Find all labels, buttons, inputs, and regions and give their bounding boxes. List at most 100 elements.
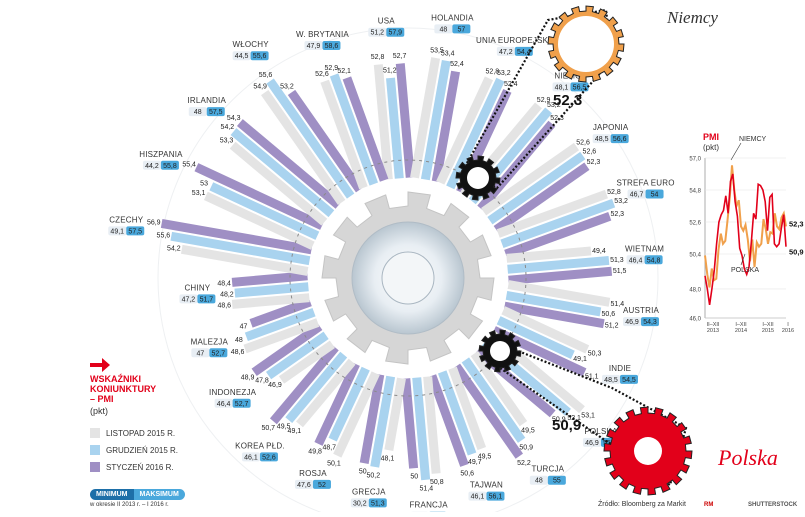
max-value: 52,7 — [212, 350, 226, 357]
bar-value-label: 47,8 — [255, 378, 269, 385]
bar-value-label: 52,9 — [325, 65, 339, 72]
bar-value-label: 48,6 — [231, 349, 245, 356]
max-value: 52,7 — [235, 401, 249, 408]
bar-value-label: 52,3 — [587, 159, 601, 166]
min-value: 48,5 — [595, 136, 609, 143]
country-name: MALEZJA — [191, 337, 229, 346]
bar-value-label: 48 — [235, 337, 243, 344]
legend-item-nov: LISTOPAD 2015 R. — [90, 428, 175, 438]
series-end-label: 52,3 — [789, 219, 804, 228]
min-value: 47,9 — [307, 43, 321, 50]
series-line-polska — [705, 174, 786, 305]
country-name: TURCJA — [531, 465, 564, 474]
max-value: 54,5 — [622, 377, 636, 384]
bar-value-label: 52,6 — [315, 71, 329, 78]
country-name: HOLANDIA — [431, 13, 474, 22]
bar-value-label: 54,9 — [253, 83, 267, 90]
min-value: 48,5 — [604, 377, 618, 384]
bar-value-label: 50,6 — [460, 470, 474, 477]
bar-value-label: 51,5 — [613, 268, 627, 275]
bar-value-label: 55,6 — [259, 72, 273, 79]
bar-value-label: 52,8 — [607, 189, 621, 196]
country-name: ROSJA — [299, 469, 327, 478]
country-name: INDIE — [609, 364, 631, 373]
bar-value-label: 52,7 — [393, 53, 407, 60]
legend-label: GRUDZIEŃ 2015 R. — [106, 446, 178, 455]
bar-value-label: 48,1 — [381, 456, 395, 463]
min-value: 44,2 — [145, 163, 159, 170]
bar-value-label: 53,1 — [581, 412, 595, 419]
bar-value-label: 50,2 — [366, 472, 380, 479]
legend-swatch — [90, 462, 100, 472]
min-value: 46,7 — [630, 192, 644, 199]
bar-value-label: 51,2 — [605, 323, 619, 330]
bar-value-label: 48,6 — [217, 303, 231, 310]
max-value: 54,3 — [643, 319, 657, 326]
niemcy-title: Niemcy — [667, 8, 718, 28]
min-value: 47,6 — [297, 482, 311, 489]
max-value: 56,6 — [613, 136, 627, 143]
bar-value-label: 51,3 — [610, 257, 624, 264]
bar-value-label: 51,4 — [420, 485, 434, 492]
pmi-line-chart: 46,048,050,452,654,857,0II–XII2013I–XII2… — [689, 132, 803, 334]
x-tick-label: 2013 — [707, 328, 719, 334]
bar-value-label: 49,5 — [277, 424, 291, 431]
bar-value-label: 48,9 — [241, 374, 255, 381]
bar-value-label: 51,2 — [383, 67, 397, 74]
min-value: 51,2 — [370, 30, 384, 37]
min-value: 48 — [194, 109, 202, 116]
country-name: HISZPANIA — [139, 150, 183, 159]
annotation-niemcy: NIEMCY — [739, 136, 767, 143]
country-name: W. BRYTANIA — [296, 30, 349, 39]
country-name: JAPONIA — [593, 123, 629, 132]
maximum-label: MAKSIMUM — [134, 489, 185, 500]
min-value: 47,2 — [182, 296, 196, 303]
bar-value-label: 52,6 — [583, 149, 597, 156]
y-tick-label: 54,8 — [689, 189, 701, 195]
bar-value-label: 48,2 — [220, 291, 234, 298]
y-tick-label: 48,0 — [689, 287, 701, 293]
bar-value-label: 53,4 — [441, 50, 455, 57]
bar-value-label: 53,2 — [614, 198, 628, 205]
country-name: CZECHY — [109, 215, 144, 224]
country-name: INDONEZJA — [209, 388, 257, 397]
bar-value-label: 49,5 — [521, 428, 535, 435]
country-name: WIETNAM — [625, 244, 664, 253]
country-label-group: ROSJA 47,6 52 — [295, 469, 331, 489]
annotation-leader — [731, 143, 741, 160]
bar-value-label: 47 — [240, 324, 248, 331]
min-max-key: MINIMUM MAKSIMUM — [90, 489, 185, 500]
legend-item-jan: STYCZEŃ 2016 R. — [90, 462, 174, 472]
legend-swatch — [90, 445, 100, 455]
country-name: USA — [378, 17, 396, 26]
max-value: 51,7 — [200, 296, 214, 303]
max-value: 54,8 — [647, 257, 661, 264]
bar-value-label: 50,7 — [261, 425, 275, 432]
max-value: 52 — [318, 482, 326, 489]
country-name: KOREA PŁD. — [235, 441, 285, 450]
bar-value-label: 52,1 — [337, 68, 351, 75]
line-chart-unit: (pkt) — [703, 143, 719, 152]
line-chart-title: PMI — [703, 132, 719, 142]
bar-value-label: 48,4 — [217, 281, 231, 288]
bar-value-label: 50,6 — [601, 311, 615, 318]
bar-value-label: 49,4 — [592, 248, 606, 255]
y-tick-label: 52,6 — [689, 221, 701, 227]
min-value: 46,1 — [471, 494, 485, 501]
bar-value-label: 55,4 — [182, 161, 196, 168]
bar-value-label: 49,1 — [573, 356, 587, 363]
legend-label: STYCZEŃ 2016 R. — [106, 463, 174, 472]
max-value: 54 — [651, 192, 659, 199]
country-name: IRLANDIA — [188, 96, 227, 105]
